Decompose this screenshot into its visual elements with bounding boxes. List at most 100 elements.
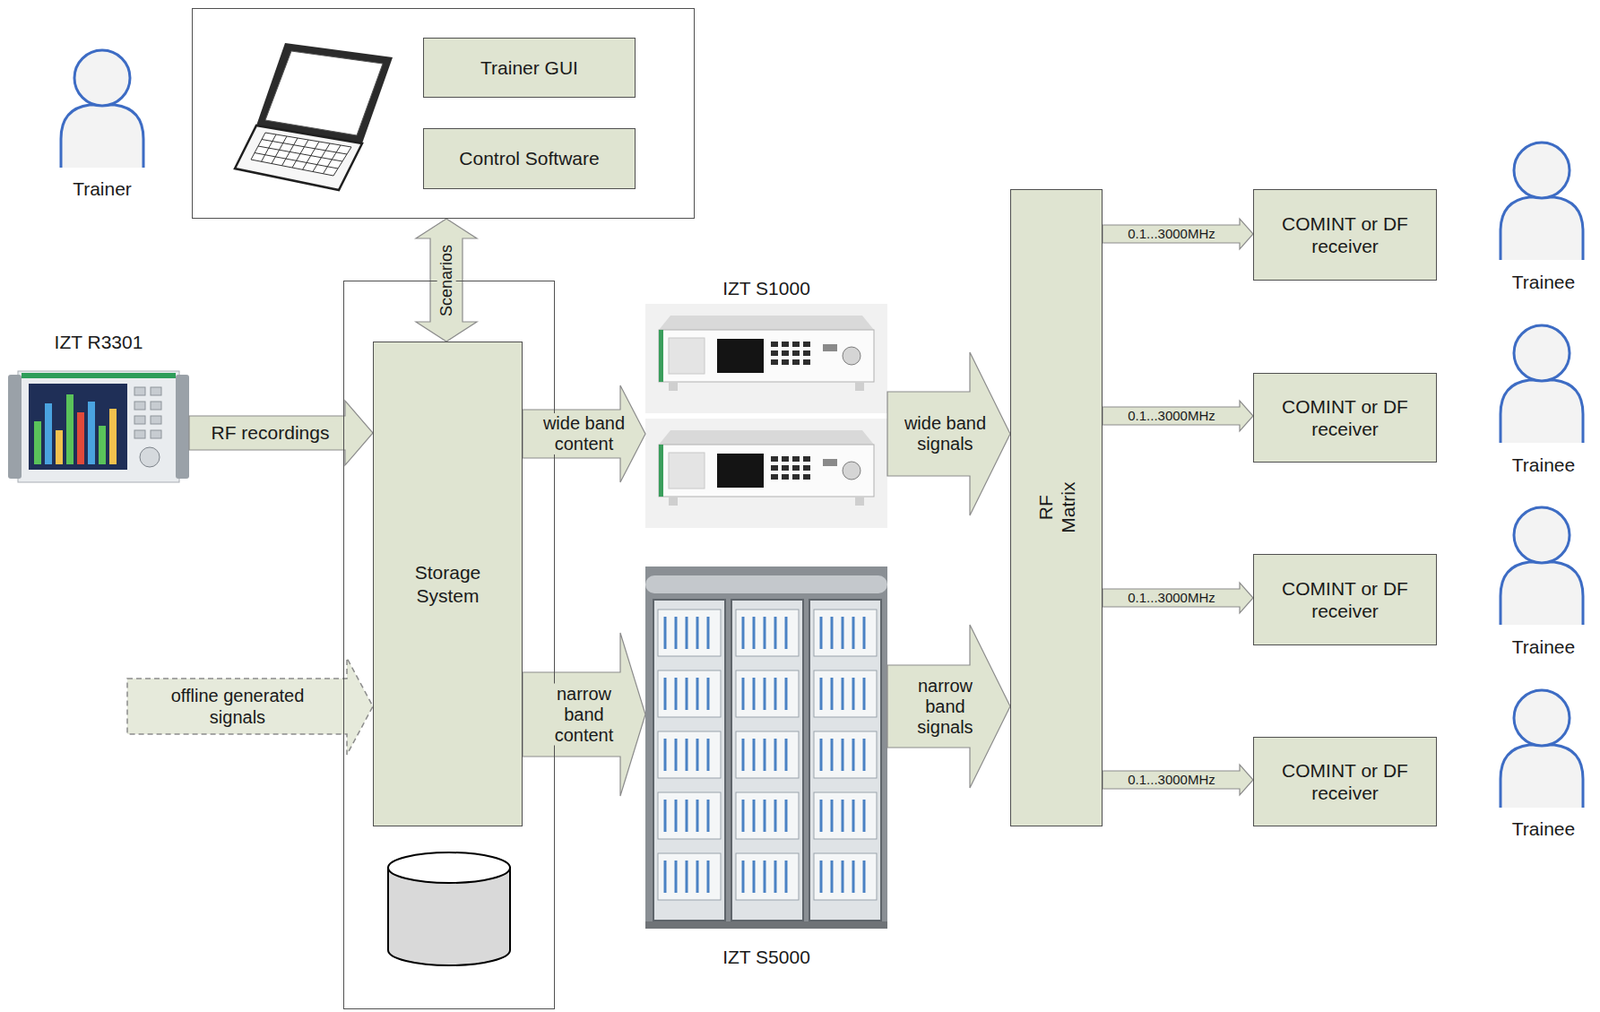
disk-icon (388, 852, 511, 966)
node-text: COMINT or DF receiver (1269, 212, 1422, 258)
illustration-part (731, 599, 804, 921)
receiver-box: COMINT or DF receiver (1253, 736, 1437, 827)
edge-label: narrow band content (548, 683, 621, 746)
block-arrow (1102, 400, 1254, 432)
illustration-part (98, 425, 106, 465)
illustration-part (653, 599, 726, 921)
node-text: Storage System (398, 561, 498, 606)
block-arrow (522, 385, 646, 483)
illustration-part (139, 447, 160, 468)
illustration-part (323, 145, 342, 174)
illustration-part (8, 374, 22, 479)
input-label: offline generated signals (152, 684, 323, 728)
workstation-frame: Trainer GUI Control Software (191, 8, 695, 219)
block-arrow (887, 624, 1011, 788)
block-arrow (887, 352, 1011, 516)
illustration-part (109, 408, 117, 465)
node-text: Control Software (458, 147, 599, 170)
illustration-part (55, 430, 63, 465)
illustration-part (34, 394, 117, 465)
block-arrow (1102, 764, 1254, 796)
edge-label: RF recordings (203, 422, 338, 444)
illustration-part (44, 403, 52, 465)
rf-matrix-box: RF Matrix (1010, 189, 1103, 827)
trainee-icon (1500, 507, 1583, 625)
illustration-part (234, 125, 363, 191)
illustration-part (21, 372, 176, 379)
node-text: RF Matrix (1033, 472, 1079, 545)
node-text: COMINT or DF receiver (1269, 759, 1422, 805)
trainee-icon (1500, 325, 1583, 443)
edge-label: 0.1...3000MHz (1115, 407, 1228, 424)
illustration-part (254, 134, 347, 174)
software-box: Trainer GUI (423, 37, 636, 98)
generator-unit (645, 418, 888, 528)
illustration-part (250, 132, 352, 176)
illustration-part (809, 599, 882, 921)
illustration-part (134, 401, 146, 410)
block-arrow (1102, 218, 1254, 250)
illustration-part (77, 412, 85, 465)
software-box: Control Software (423, 128, 636, 190)
node-text: Trainer GUI (480, 56, 579, 79)
illustration-part (134, 387, 146, 396)
edge-label: 0.1...3000MHz (1115, 225, 1228, 242)
edge-label: 0.1...3000MHz (1115, 771, 1228, 788)
storage-frame: Storage System (343, 280, 555, 1010)
trainee-icon (1500, 690, 1583, 808)
illustration-part (34, 421, 42, 465)
recorder-device: IZT R3301 (8, 327, 190, 485)
node-text: COMINT or DF receiver (1269, 395, 1422, 441)
receiver-box: COMINT or DF receiver (1253, 372, 1437, 463)
illustration-part (645, 566, 888, 929)
illustration-part (261, 134, 277, 162)
recorder-illustration (8, 371, 190, 483)
receiver-box: COMINT or DF receiver (1253, 553, 1437, 646)
receiver-box: COMINT or DF receiver (1253, 189, 1437, 281)
generator-device: IZT S1000 (645, 273, 888, 529)
illustration-part (17, 371, 180, 483)
illustration-part (388, 852, 511, 883)
dashed-input-arrow (127, 657, 373, 755)
laptop-icon (234, 43, 393, 191)
role-label: Trainer (48, 177, 156, 200)
role-label: Trainee (1494, 817, 1593, 840)
role-label: Trainee (1494, 270, 1593, 294)
illustration-part (265, 51, 383, 136)
illustration-part (66, 394, 74, 465)
block-arrow (1102, 582, 1254, 614)
illustration-part (28, 383, 128, 470)
edge-label: 0.1...3000MHz (1115, 589, 1228, 606)
illustration-part (150, 430, 162, 439)
illustration-part (271, 136, 287, 165)
role-label: Trainee (1494, 635, 1593, 658)
edge-label: narrow band signals (909, 675, 982, 738)
generator-unit (645, 303, 888, 414)
block-arrow (189, 400, 373, 466)
node-text: IZT R3301 (54, 330, 144, 354)
illustration-part (282, 138, 299, 166)
illustration-part (645, 575, 888, 594)
illustration-part (645, 921, 888, 929)
block-arrow (522, 632, 646, 796)
edge-label: wide band signals (898, 413, 993, 455)
illustration-part (134, 415, 146, 424)
node-text: IZT S5000 (722, 945, 811, 969)
illustration-part (134, 430, 146, 439)
generator-rack: IZT S5000 (645, 566, 888, 973)
node-text: IZT S1000 (722, 276, 811, 300)
edge-label: Scenarios (437, 241, 457, 320)
role-label: Trainee (1494, 453, 1593, 476)
illustration-part (175, 374, 190, 479)
rack-illustration (645, 566, 888, 929)
illustration-part (150, 401, 162, 410)
trainee-icon (1500, 142, 1583, 260)
storage-box: Storage System (372, 341, 523, 827)
edge-label: wide band content (536, 413, 632, 455)
trainer-icon (60, 50, 144, 168)
